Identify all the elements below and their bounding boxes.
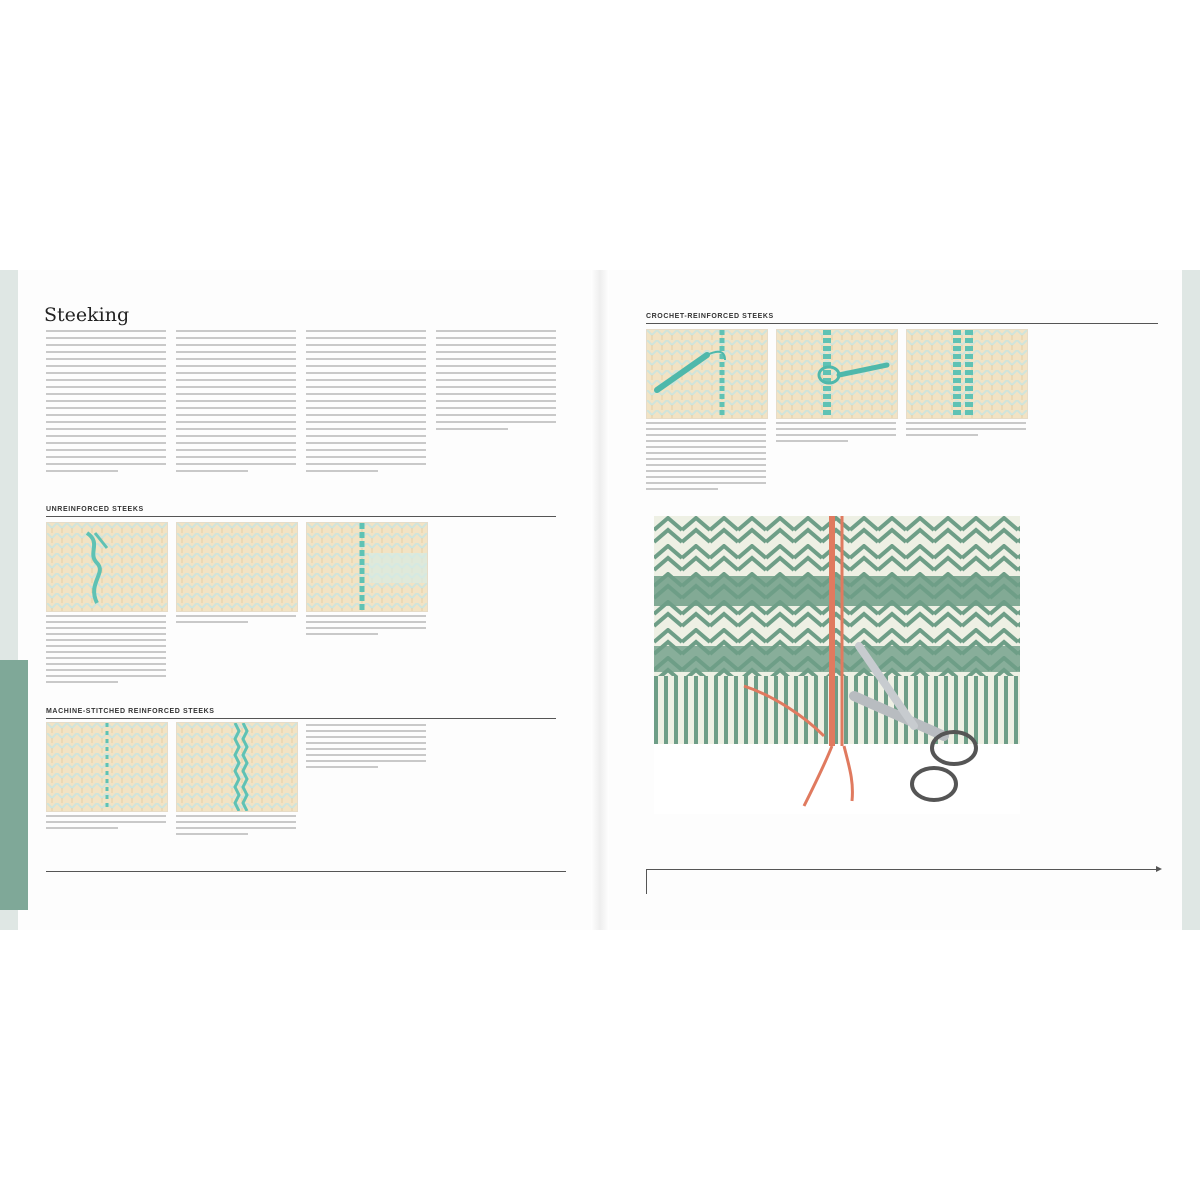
swatch-caption xyxy=(646,422,766,494)
section-heading-machine: MACHINE-STITCHED REINFORCED STEEKS xyxy=(46,708,215,715)
swatch-caption xyxy=(176,615,296,627)
xref-item xyxy=(226,885,306,895)
book-gutter xyxy=(591,270,609,930)
section-heading-unreinforced: UNREINFORCED STEEKS xyxy=(46,506,144,513)
swatch-illustration xyxy=(647,330,767,418)
swatch-image xyxy=(906,329,1028,419)
swatch-caption xyxy=(46,615,166,687)
page-end-rule xyxy=(646,869,647,894)
page-end-rule xyxy=(646,869,1160,870)
body-text-column xyxy=(46,330,166,477)
swatch-illustration xyxy=(177,523,297,611)
swatch-caption xyxy=(776,422,896,446)
body-text-column xyxy=(306,330,426,477)
xref-item xyxy=(46,875,126,885)
chapter-tab xyxy=(0,660,28,910)
swatch-illustration xyxy=(47,723,167,811)
swatch-image xyxy=(776,329,898,419)
xref-item xyxy=(406,885,486,895)
xref-item xyxy=(316,885,396,895)
swatch-image xyxy=(176,522,298,612)
arrow-right-icon xyxy=(1156,866,1162,872)
swatch-illustration xyxy=(777,330,897,418)
section-rule xyxy=(46,516,556,517)
xref-row xyxy=(46,885,566,895)
xref-item xyxy=(226,875,306,885)
cross-reference-box xyxy=(46,871,566,895)
swatch-caption xyxy=(906,422,1026,440)
right-page-edge xyxy=(1182,270,1200,930)
xref-row xyxy=(46,875,566,885)
swatch-image xyxy=(176,722,298,812)
xref-item xyxy=(46,885,126,895)
swatch-image xyxy=(46,522,168,612)
steek-photo xyxy=(654,516,1020,814)
swatch-image xyxy=(46,722,168,812)
section-heading-crochet: CROCHET-REINFORCED STEEKS xyxy=(646,313,774,320)
swatch-image xyxy=(646,329,768,419)
section-rule xyxy=(646,323,1158,324)
body-text-column xyxy=(306,724,426,772)
page-title: Steeking xyxy=(44,304,130,326)
swatch-image xyxy=(306,522,428,612)
body-text-column xyxy=(176,330,296,477)
xref-item xyxy=(136,885,216,895)
xref-item xyxy=(316,875,396,885)
section-rule xyxy=(46,718,556,719)
fairisle-illustration xyxy=(654,516,1020,814)
swatch-illustration xyxy=(177,723,297,811)
swatch-caption xyxy=(46,815,166,833)
body-text-column xyxy=(436,330,556,435)
swatch-illustration xyxy=(907,330,1027,418)
xref-item xyxy=(136,875,216,885)
swatch-illustration xyxy=(307,523,427,611)
swatch-caption xyxy=(306,615,426,639)
swatch-illustration xyxy=(47,523,167,611)
xref-item xyxy=(406,875,486,885)
swatch-caption xyxy=(176,815,296,839)
